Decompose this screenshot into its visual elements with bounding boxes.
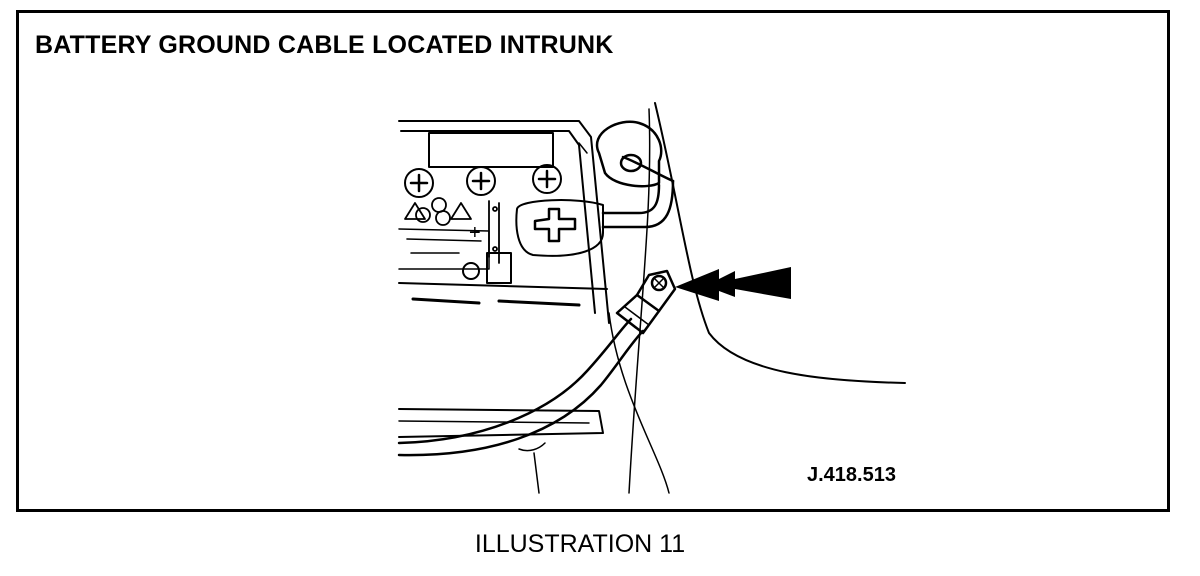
trunk-body-panel [533, 102, 906, 494]
positive-cable-grommet [595, 120, 675, 188]
illustration-frame: BATTERY GROUND CABLE LOCATED INTRUNK [16, 10, 1170, 512]
reference-code: J.418.513 [807, 464, 896, 486]
battery-ground-cable-drawing: + [397, 102, 906, 494]
positive-terminal-cover [515, 179, 675, 257]
battery [398, 120, 610, 438]
ground-cable [397, 293, 661, 457]
ground-cable-terminal [635, 269, 677, 313]
battery-hold-down [462, 252, 512, 284]
battery-vent-caps [404, 164, 562, 198]
positive-terminal-symbol: + [469, 222, 481, 244]
illustration-caption: ILLUSTRATION 11 [474, 530, 686, 558]
ground-location-arrow [675, 267, 791, 301]
illustration-title: BATTERY GROUND CABLE LOCATED INTRUNK [35, 31, 614, 59]
